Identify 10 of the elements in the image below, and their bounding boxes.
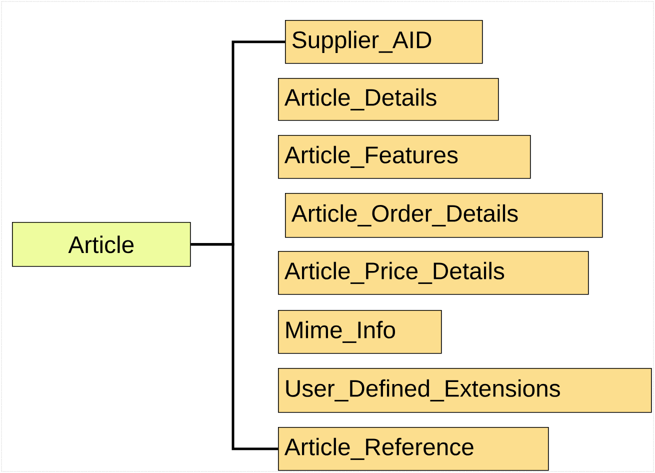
element-box: Mime_Info bbox=[278, 310, 442, 354]
element-box: Supplier_AID bbox=[285, 20, 483, 64]
element-box: Article_Price_Details bbox=[278, 250, 589, 295]
connector bbox=[190, 243, 278, 450]
element-box: Article_Order_Details bbox=[285, 192, 603, 238]
element-box: User_Defined_Extensions bbox=[278, 368, 652, 413]
element-box: Article_Features bbox=[278, 135, 531, 179]
element-box: Article_Details bbox=[278, 78, 499, 121]
root-box: Article bbox=[12, 222, 191, 267]
element-box: Article_Reference bbox=[278, 427, 549, 471]
